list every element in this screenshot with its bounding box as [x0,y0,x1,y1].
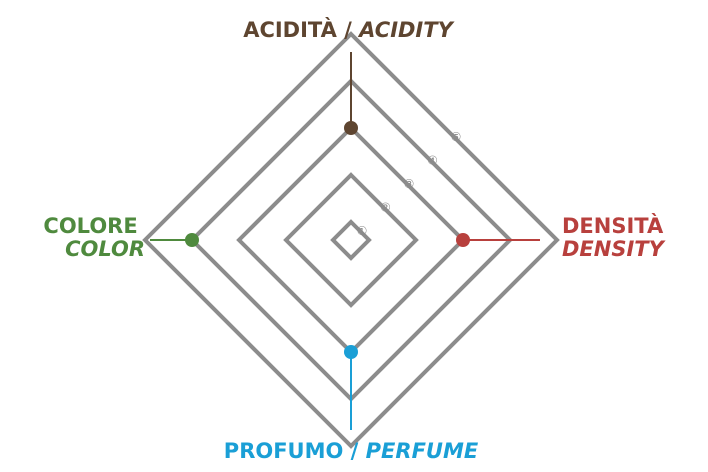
scale-label-3: ③ [404,177,415,191]
grid-ring-5 [142,31,560,449]
axis-label-perfume-sep: / [343,439,365,463]
data-points [185,121,470,359]
axis-label-color: COLORE COLOR [43,214,145,261]
axis-label-acidity-it: ACIDITÀ [243,17,337,42]
scale-label-4: ④ [427,154,438,168]
axis-lines [150,52,540,430]
axis-label-density-en: DENSITY [562,237,666,261]
data-point-color [185,233,199,247]
scale-label-5: ⑤ [451,130,462,144]
scale-label-2: ② [380,201,391,215]
axis-label-perfume: PROFUMO / PERFUME [224,439,479,463]
grid-ring-1 [330,219,372,261]
data-point-density [456,233,470,247]
axis-label-density: DENSITÀ DENSITY [562,213,671,261]
data-point-perfume [344,345,358,359]
axis-label-perfume-en: PERFUME [366,439,479,463]
scale-label-1: ① [357,224,368,238]
axis-label-perfume-it: PROFUMO [224,439,344,463]
axis-label-acidity-en: ACIDITY [357,18,454,42]
axis-label-acidity-sep: / [337,18,359,42]
data-point-acidity [344,121,358,135]
axis-label-acidity: ACIDITÀ / ACIDITY [243,17,454,42]
axis-label-density-it: DENSITÀ [562,213,664,238]
axis-label-color-en: COLOR [65,237,145,261]
grid-ring-2 [283,172,419,308]
axis-label-color-it: COLORE [43,214,137,238]
